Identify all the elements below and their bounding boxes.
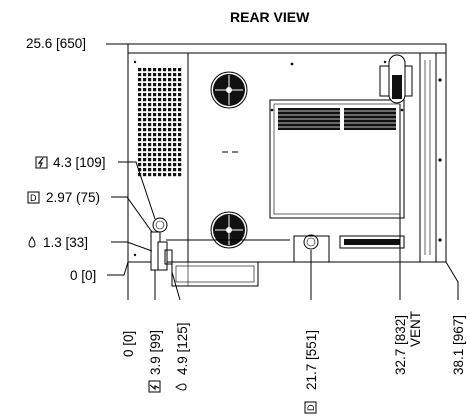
lower-fan-icon <box>210 211 248 249</box>
left-dimensions: 25.6 [650] 4.3 [109] 2.97 (75) 1.3 [33] … <box>26 36 156 283</box>
dim-origin: 0 [0] <box>121 331 136 357</box>
dim-water-height: 1.3 [33] <box>43 235 88 250</box>
svg-text:D: D <box>306 404 316 411</box>
oven-body <box>127 43 447 263</box>
electrical-plug-icon <box>35 156 48 169</box>
upper-fan-icon <box>210 71 248 109</box>
bottom-tray <box>171 261 259 287</box>
drain-icon: D <box>27 191 40 204</box>
dim-height-top: 25.6 [650] <box>26 36 86 51</box>
svg-text:D: D <box>30 193 37 203</box>
vent-grille <box>138 68 182 177</box>
bottom-dimensions: 0 [0] 3.9 [99] 4.9 [125] 21.7 [551] 32.7… <box>121 104 466 414</box>
dim-water-offset: 4.9 [125] <box>175 322 190 375</box>
dim-electrical-offset: 3.9 [99] <box>148 330 163 375</box>
view-title: REAR VIEW <box>230 9 310 25</box>
dim-base-height: 0 [0] <box>70 268 96 283</box>
dim-overall-width: 38.1 [967] <box>451 315 466 375</box>
dim-electrical-height: 4.3 [109] <box>53 155 106 170</box>
dim-drain-height: 2.97 (75) <box>46 190 100 205</box>
vent-flue <box>379 54 413 104</box>
water-drop-icon <box>28 236 36 248</box>
electrical-plug-icon <box>148 380 161 393</box>
rear-access-panel <box>269 99 405 219</box>
water-drop-icon <box>175 383 187 391</box>
dim-vent-offset: 32.7 [832] <box>393 315 408 375</box>
electrical-box <box>339 235 405 249</box>
drain-icon: D <box>304 401 317 414</box>
dim-drain-offset: 21.7 [551] <box>304 330 319 390</box>
vent-label: VENT <box>408 311 423 347</box>
